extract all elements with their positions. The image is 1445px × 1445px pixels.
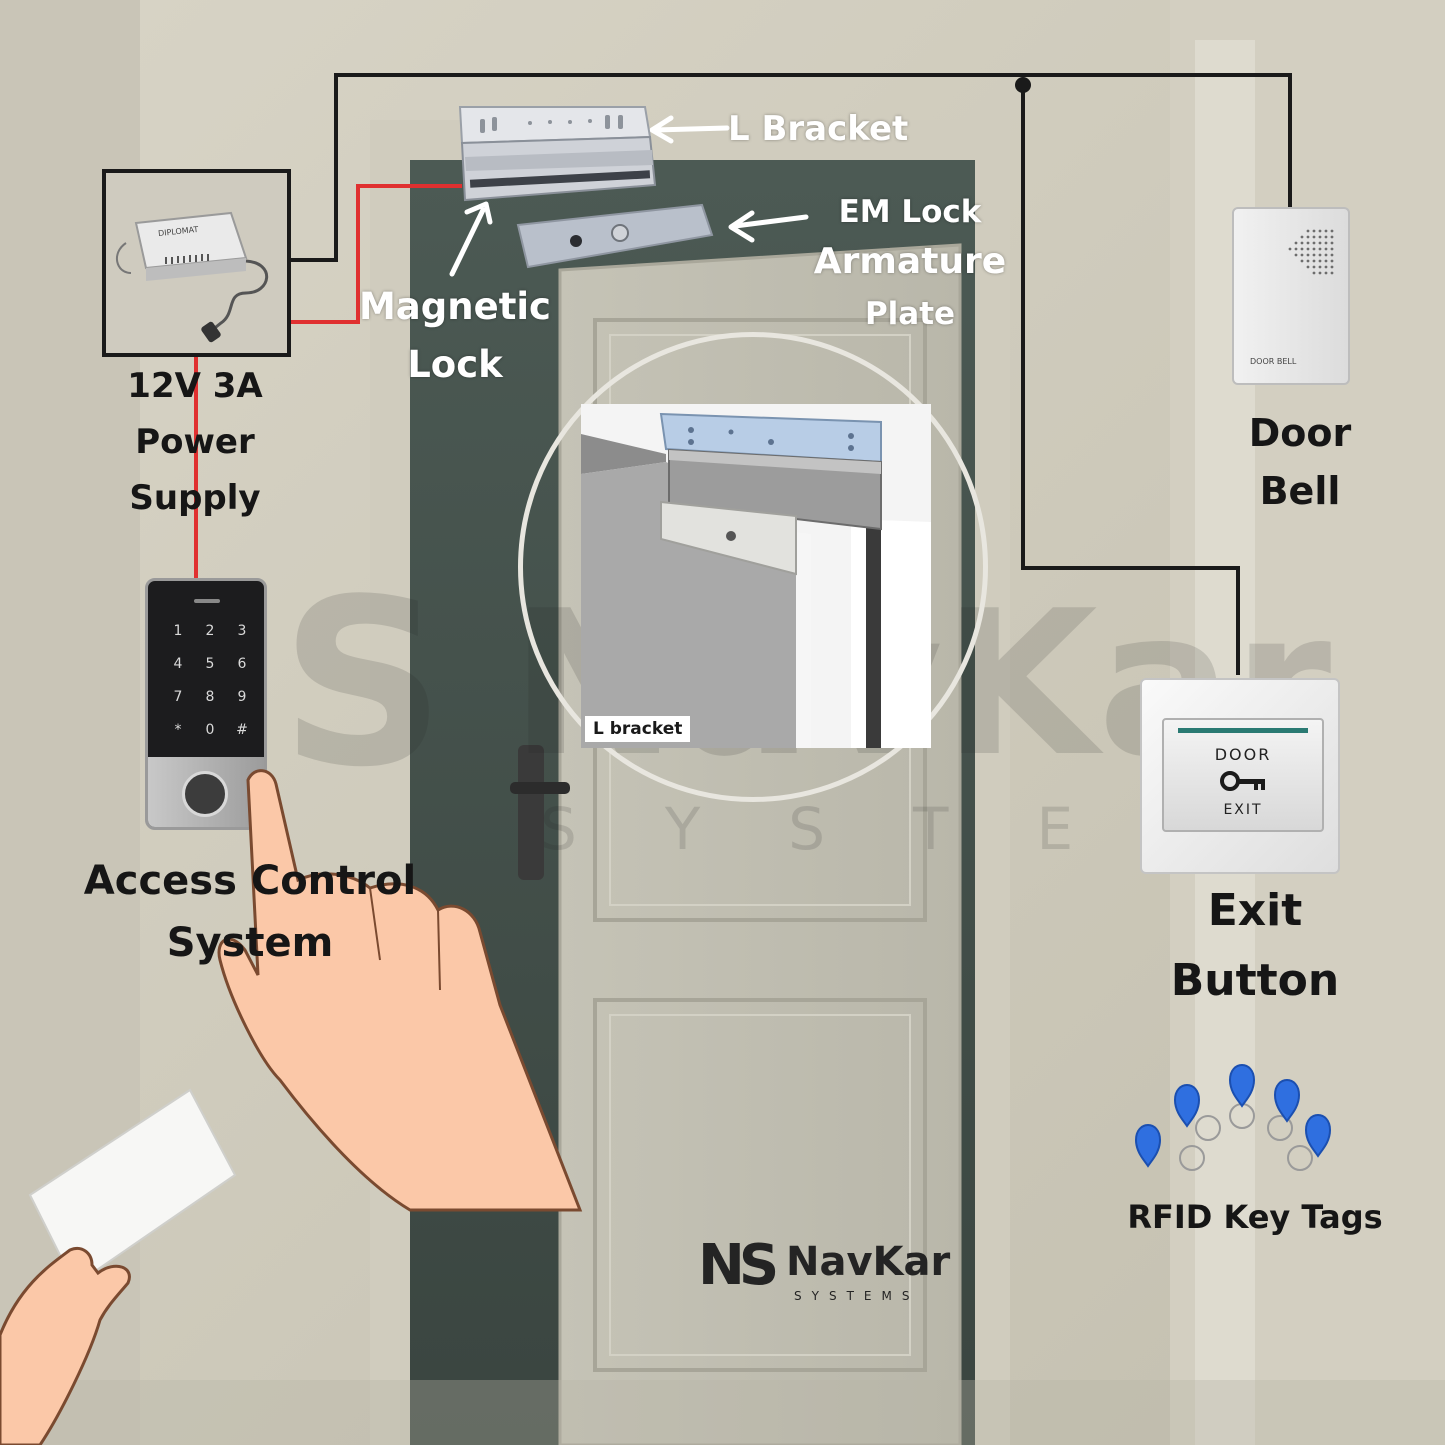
keypad-key[interactable]: 4 [173, 656, 183, 672]
fingerprint-panel [148, 757, 264, 827]
label-magnetic-lock: Magnetic Lock [350, 278, 560, 394]
brand-tagline: SYSTEMS [794, 1289, 920, 1303]
door-bell-text: DOOR BELL [1250, 357, 1297, 366]
pointing-hand [217, 769, 583, 1212]
keypad-key[interactable]: 2 [205, 623, 215, 639]
label-exit-button-line1: Exit [1207, 885, 1303, 936]
label-rfid-key-tags: RFID Key Tags [1127, 1198, 1383, 1236]
rfid-tag [1173, 1084, 1201, 1128]
door-bell-speaker-icon [1288, 229, 1334, 275]
fingerprint-sensor[interactable] [182, 771, 228, 817]
keypad-key[interactable]: 7 [173, 689, 183, 705]
label-door-bell: Door Bell [1205, 404, 1395, 520]
label-magnetic-lock-line1: Magnetic [358, 285, 551, 328]
label-door-bell-line2: Bell [1259, 469, 1341, 513]
label-power-supply-line2: Power [135, 422, 255, 462]
label-power-supply-line3: Supply [129, 478, 261, 518]
brand-name: NavKar [786, 1239, 951, 1285]
label-l-bracket: L Bracket [728, 109, 909, 149]
power-supply-box: DIPLOMAT [102, 169, 291, 357]
brand-logo-mark: NS [698, 1233, 779, 1298]
brand-logo: NS NavKar SYSTEMS [698, 1238, 968, 1308]
exit-button-face[interactable]: DOOR EXIT [1162, 718, 1324, 832]
key-icon [1220, 771, 1265, 791]
rfid-tag [1273, 1079, 1301, 1123]
label-power-supply-line1: 12V 3A [127, 366, 263, 406]
exit-button-door-text: DOOR [1214, 745, 1272, 764]
access-control-keypad: 1 2 3 4 5 6 7 8 9 * 0 # [145, 578, 267, 830]
keypad-key[interactable]: 3 [237, 623, 247, 639]
exit-button-led-bar [1178, 728, 1308, 733]
label-door-bell-line1: Door [1248, 411, 1352, 455]
label-exit-button-line2: Button [1170, 955, 1340, 1006]
watermark-logo: S [280, 551, 446, 818]
rfid-card [28, 1088, 237, 1287]
keypad-key[interactable]: 0 [205, 722, 215, 738]
rfid-tag [1228, 1064, 1256, 1108]
exit-button-exit-text: EXIT [1223, 802, 1263, 818]
keypad-key[interactable]: # [236, 722, 248, 738]
exit-button-device: DOOR EXIT [1140, 678, 1340, 874]
keypad-key[interactable]: 9 [237, 689, 247, 705]
inset-photo: L bracket [581, 404, 931, 748]
label-access-control-line2: System [166, 920, 334, 966]
power-supply-icon [116, 211, 269, 343]
label-power-supply: 12V 3A Power Supply [85, 358, 305, 526]
keypad-key[interactable]: 5 [205, 656, 215, 672]
label-exit-button: Exit Button [1150, 876, 1360, 1016]
keypad-key[interactable]: 1 [173, 623, 183, 639]
inset-caption: L bracket [585, 716, 691, 742]
keypad-key[interactable]: 6 [237, 656, 247, 672]
label-em-lock-line1: EM Lock [838, 194, 982, 230]
keypad-indicator [194, 599, 220, 603]
rfid-tag [1304, 1114, 1332, 1158]
keypad-key[interactable]: * [174, 722, 182, 738]
label-em-lock-line2: Armature [813, 241, 1007, 282]
inset-illustration [581, 404, 931, 748]
rfid-tag [1134, 1124, 1162, 1168]
magnetic-lock-assembly [458, 106, 714, 269]
keypad-key[interactable]: 8 [205, 689, 215, 705]
inset-circle [518, 332, 988, 802]
label-em-lock-line3: Plate [864, 296, 956, 332]
rfid-key-tags-image [1134, 1064, 1332, 1171]
label-access-control-line1: Access Control [83, 858, 417, 904]
rfid-card-hand [0, 1088, 237, 1445]
door-bell-device: DOOR BELL [1232, 207, 1350, 385]
label-access-control: Access Control System [70, 850, 430, 974]
label-magnetic-lock-line2: Lock [407, 343, 503, 386]
label-em-lock-armature: EM Lock Armature Plate [800, 190, 1020, 338]
